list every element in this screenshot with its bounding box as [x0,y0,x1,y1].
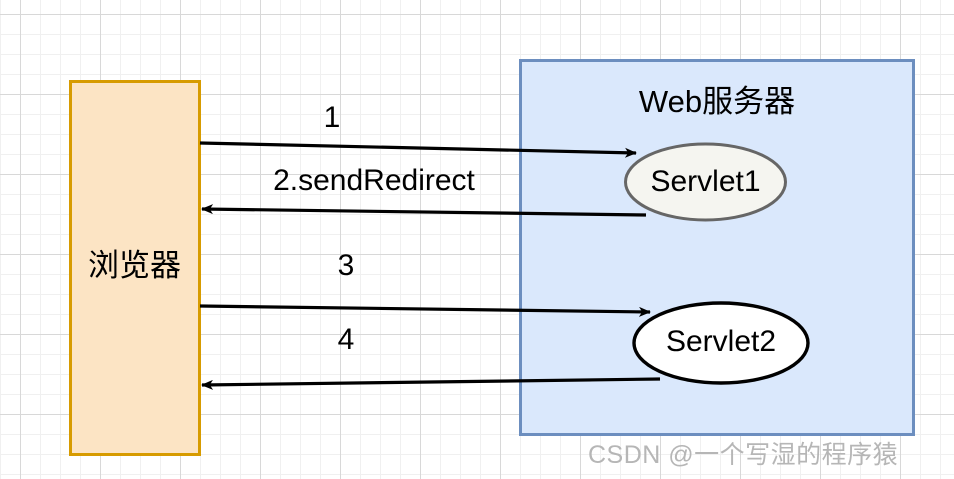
browser-box[interactable] [69,80,201,456]
servlet2-label: Servlet2 [665,325,777,358]
edge-1-line[interactable] [199,141,637,158]
servlet1-label: Servlet1 [650,165,761,198]
edge-4-label: 4 [337,323,355,356]
edge-3-line[interactable] [199,304,651,317]
edge-4-line[interactable] [201,377,661,390]
edge-2-label: 2.sendRedirect [273,164,475,197]
csdn-watermark: CSDN @一个写湿的程序猿 [588,441,899,469]
servlet1-ellipse[interactable] [624,142,787,222]
edge-3-label: 3 [337,249,355,282]
edge-1-label: 1 [323,101,341,134]
server-container-title: Web服务器 [638,84,796,119]
edge-2-line[interactable] [201,204,647,217]
browser-label: 浏览器 [88,248,181,283]
servlet2-ellipse[interactable] [632,301,810,385]
